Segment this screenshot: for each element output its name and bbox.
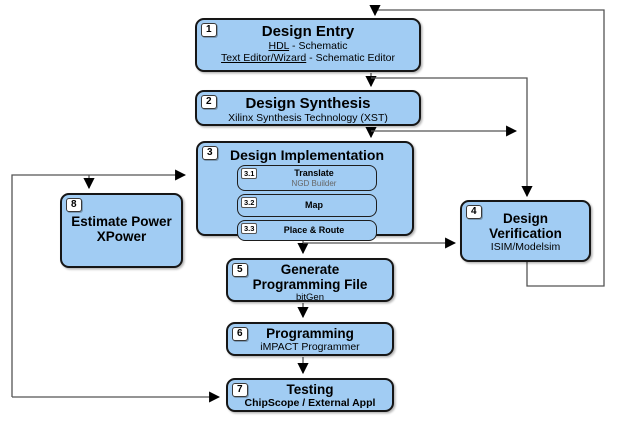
node-title: Testing (286, 382, 334, 397)
hdl-link-text: HDL (268, 40, 290, 52)
implementation-steps: 3.1 Translate NGD Builder 3.2 Map 3.3 Pl… (237, 165, 377, 241)
node-design-implementation: 3 Design Implementation 3.1 Translate NG… (196, 141, 414, 241)
step-number-badge: 5 (232, 263, 248, 277)
node-subtitle: ISIM/Modelsim (490, 241, 561, 253)
step-number-badge: 2 (201, 95, 217, 109)
substep-number-badge: 3.2 (241, 197, 258, 208)
substep-place-route: 3.3 Place & Route (237, 220, 377, 241)
node-subtitle: ChipScope / External Appl (244, 397, 376, 409)
node-estimate-power: 8 Estimate Power XPower (60, 193, 183, 268)
step-number-badge: 4 (466, 205, 482, 219)
node-design-verification: 4 Design Verification ISIM/Modelsim (460, 200, 591, 262)
step-number-badge: 1 (201, 23, 217, 37)
substep-map: 3.2 Map (237, 194, 377, 217)
node-design-synthesis: 2 Design Synthesis Xilinx Synthesis Tech… (195, 90, 421, 126)
step-number-badge: 7 (232, 383, 248, 397)
connector-left-rail-to-implementation (11, 169, 187, 397)
node-subtitle: iMPACT Programmer (260, 341, 360, 353)
node-subtitle: Text Editor/Wizard - Schematic Editor (197, 52, 419, 64)
node-design-entry: 1 Design Entry HDL - Schematic Text Edit… (195, 18, 421, 72)
connector-top-rail-to-verification (371, 77, 533, 198)
node-title: Design (502, 211, 548, 226)
substep-label: Place & Route (283, 225, 345, 235)
node-title: Programming File (252, 277, 368, 292)
substep-label: Translate (294, 168, 334, 178)
node-subtitle: Xilinx Synthesis Technology (XST) (228, 112, 388, 124)
substep-number-badge: 3.3 (241, 223, 258, 234)
substep-label: Map (305, 200, 323, 210)
node-title: Estimate Power (71, 214, 172, 229)
node-title: Programming (266, 326, 354, 341)
substep-number-badge: 3.1 (241, 168, 258, 179)
node-title: Design Entry (261, 23, 355, 40)
step-number-badge: 8 (66, 198, 82, 212)
node-generate-programming-file: 5 Generate Programming File bitGen (226, 258, 394, 303)
substep-translate: 3.1 Translate NGD Builder (237, 165, 377, 191)
node-subtitle: HDL - Schematic (197, 40, 419, 52)
node-title: Design Implementation (230, 147, 385, 163)
node-title: XPower (96, 229, 147, 244)
hdl-rest-text: - Schematic (289, 40, 348, 52)
node-testing: 7 Testing ChipScope / External Appl (226, 378, 394, 412)
texteditor-link-text: Text Editor/Wizard (221, 52, 307, 64)
texteditor-rest-text: - Schematic Editor (306, 52, 395, 64)
step-number-badge: 3 (202, 146, 218, 160)
node-title: Design Synthesis (245, 95, 371, 112)
node-programming: 6 Programming iMPACT Programmer (226, 322, 394, 356)
step-number-badge: 6 (232, 327, 248, 341)
substep-subtitle: NGD Builder (291, 179, 337, 188)
node-title: Generate (280, 262, 340, 277)
node-subtitle: bitGen (296, 292, 324, 303)
connector-verification-feedback-to-entry (369, 5, 605, 287)
node-title: Verification (489, 226, 562, 241)
